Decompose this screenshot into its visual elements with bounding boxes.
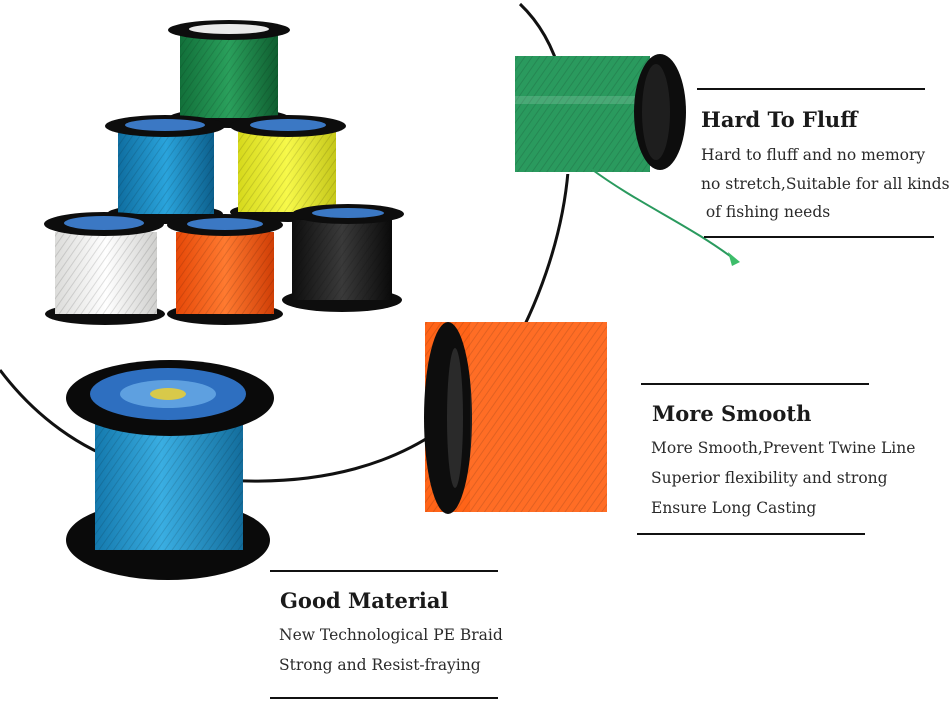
spool-green bbox=[168, 20, 290, 128]
feature-heading: More Smooth bbox=[652, 401, 812, 426]
divider-top bbox=[641, 383, 869, 385]
feature-heading: Hard To Fluff bbox=[701, 107, 858, 132]
divider-bottom bbox=[270, 697, 498, 699]
feature-line: Strong and Resist-fraying bbox=[279, 656, 481, 674]
feature-line: New Technological PE Braid bbox=[279, 626, 503, 644]
spool-orange bbox=[167, 214, 283, 325]
feature-line: Ensure Long Casting bbox=[651, 499, 817, 517]
feature-line: Superior flexibility and strong bbox=[651, 469, 888, 487]
closeup-green-spool bbox=[515, 54, 740, 266]
feature-line: no stretch,Suitable for all kinds bbox=[701, 175, 950, 193]
spool-blue bbox=[105, 115, 225, 224]
closeup-orange-spool bbox=[424, 322, 607, 514]
feature-line: Hard to fluff and no memory bbox=[701, 146, 926, 164]
spool-large-blue bbox=[66, 360, 274, 580]
divider-top bbox=[270, 570, 498, 572]
divider-bottom bbox=[637, 533, 865, 535]
spool-pyramid bbox=[44, 20, 404, 325]
spool-black bbox=[282, 204, 404, 312]
feature-line: More Smooth,Prevent Twine Line bbox=[651, 439, 916, 457]
spool-white bbox=[44, 212, 165, 325]
feature-line: of fishing needs bbox=[701, 203, 831, 221]
divider-top bbox=[697, 88, 925, 90]
feature-heading: Good Material bbox=[280, 588, 449, 613]
divider-bottom bbox=[704, 236, 934, 238]
